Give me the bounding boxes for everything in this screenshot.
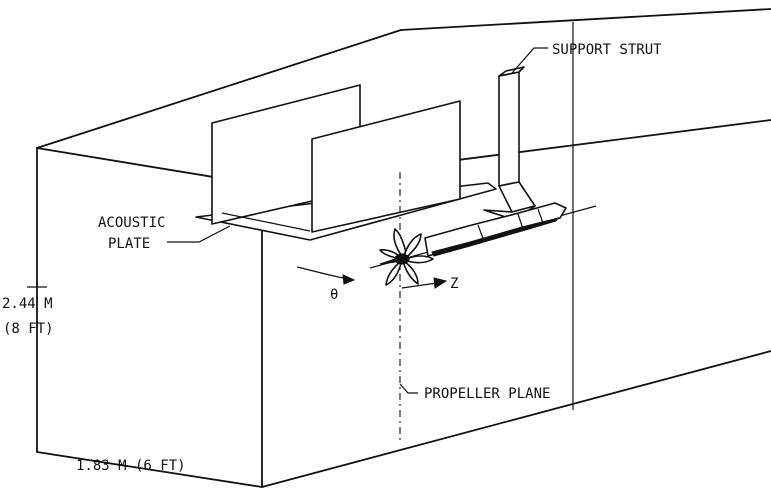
support-strut-upper xyxy=(498,71,520,187)
box-top-back-edge xyxy=(400,8,771,31)
acoustic-plate-label-line2: PLATE xyxy=(108,236,150,252)
theta-arc xyxy=(296,266,349,280)
support-strut-label: SUPPORT STRUT xyxy=(552,42,662,58)
z-arrowhead xyxy=(433,277,448,289)
acoustic-plate-label-line1: ACOUSTIC xyxy=(98,215,165,231)
propeller-blade-5 xyxy=(385,261,402,286)
z-indicator xyxy=(401,277,448,289)
propeller-plane-leader xyxy=(399,383,418,394)
propeller xyxy=(379,228,434,286)
box-bottom-front-edge xyxy=(261,350,771,488)
propeller-blade-4 xyxy=(403,261,419,285)
theta-label: θ xyxy=(330,287,338,303)
width-label: 1.83 M (6 FT) xyxy=(76,458,186,474)
height-metric-label: 2.44 M xyxy=(2,296,53,312)
acoustic-plate-front-panel xyxy=(311,100,461,233)
hub-band-3 xyxy=(537,208,544,224)
support-strut xyxy=(483,66,536,221)
height-imperial-label: (8 FT) xyxy=(3,321,54,337)
acoustic-plate xyxy=(195,84,497,241)
acoustic-plate-leader xyxy=(167,225,231,243)
propeller-plane-label: PROPELLER PLANE xyxy=(424,386,550,402)
propeller-cone xyxy=(379,258,396,265)
theta-arrowhead xyxy=(342,274,356,285)
support-strut-top-cap xyxy=(498,66,525,77)
propeller-blade-1 xyxy=(393,228,407,257)
propeller-hub-cap xyxy=(394,253,410,265)
theta-indicator xyxy=(296,266,356,285)
acoustic-plate-base-edge xyxy=(221,212,311,232)
support-strut-leader xyxy=(511,47,548,74)
propeller-blade-3 xyxy=(405,255,434,264)
propeller-blade-2 xyxy=(403,233,422,258)
hub-shadow xyxy=(431,217,560,257)
z-axis-line xyxy=(401,282,438,289)
box-top-left-edge xyxy=(36,29,402,149)
propeller-hub-body xyxy=(424,202,567,257)
z-axis-label: Z xyxy=(450,276,458,292)
